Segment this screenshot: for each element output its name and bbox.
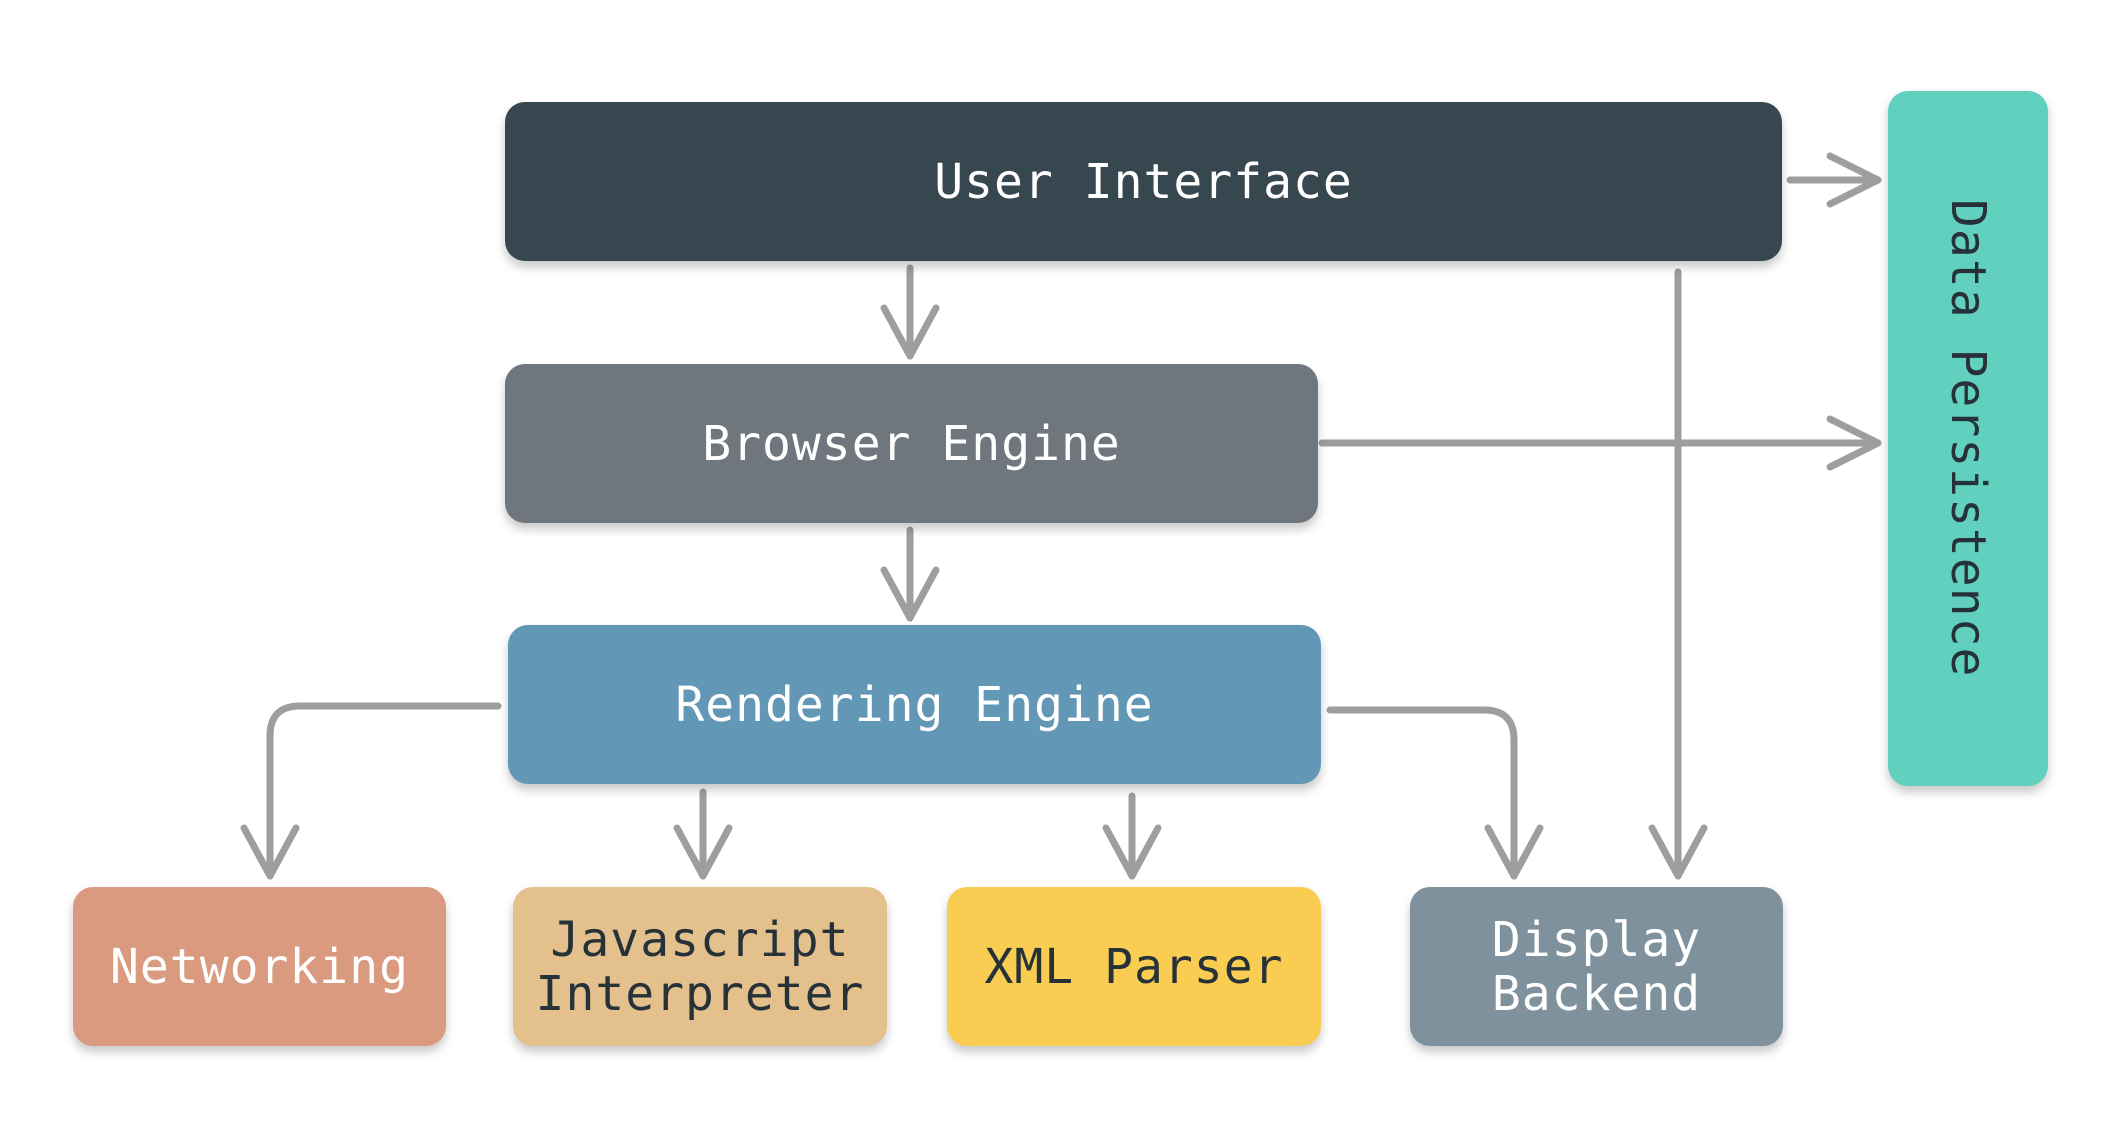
edge-user-interface-to-browser-engine bbox=[880, 264, 940, 360]
node-label-line: Backend bbox=[1491, 965, 1702, 1022]
edge-rendering-engine-to-xml-parser bbox=[1102, 792, 1162, 880]
node-label: Javascript Interpreter bbox=[536, 913, 865, 1021]
node-label: User Interface bbox=[934, 153, 1353, 210]
node-display-backend: Display Backend bbox=[1410, 887, 1783, 1046]
node-javascript-interpreter: Javascript Interpreter bbox=[513, 887, 887, 1046]
node-xml-parser: XML Parser bbox=[947, 887, 1321, 1046]
node-label-line: Interpreter bbox=[535, 965, 865, 1022]
node-label-line: Javascript bbox=[550, 911, 850, 968]
node-browser-engine: Browser Engine bbox=[505, 364, 1318, 523]
node-label: Browser Engine bbox=[702, 415, 1121, 472]
edge-rendering-engine-to-networking bbox=[240, 702, 502, 880]
node-networking: Networking bbox=[73, 887, 446, 1046]
node-label: Data Persistence bbox=[1940, 199, 1996, 678]
node-rendering-engine: Rendering Engine bbox=[508, 625, 1321, 784]
node-label: Rendering Engine bbox=[675, 676, 1154, 733]
node-data-persistence: Data Persistence bbox=[1888, 91, 2048, 786]
edge-user-interface-to-display-backend bbox=[1648, 268, 1708, 880]
node-user-interface: User Interface bbox=[505, 102, 1782, 261]
node-label-line: Display bbox=[1491, 911, 1702, 968]
edge-browser-engine-to-data-persistence bbox=[1318, 415, 1882, 471]
edge-rendering-engine-to-javascript-interpreter bbox=[673, 788, 733, 880]
edge-user-interface-to-data-persistence bbox=[1786, 152, 1882, 208]
edge-browser-engine-to-rendering-engine bbox=[880, 526, 940, 622]
node-label: Networking bbox=[110, 938, 409, 995]
node-label: Display Backend bbox=[1492, 913, 1701, 1021]
edge-rendering-engine-to-display-backend bbox=[1326, 706, 1544, 880]
node-label: XML Parser bbox=[984, 938, 1284, 995]
